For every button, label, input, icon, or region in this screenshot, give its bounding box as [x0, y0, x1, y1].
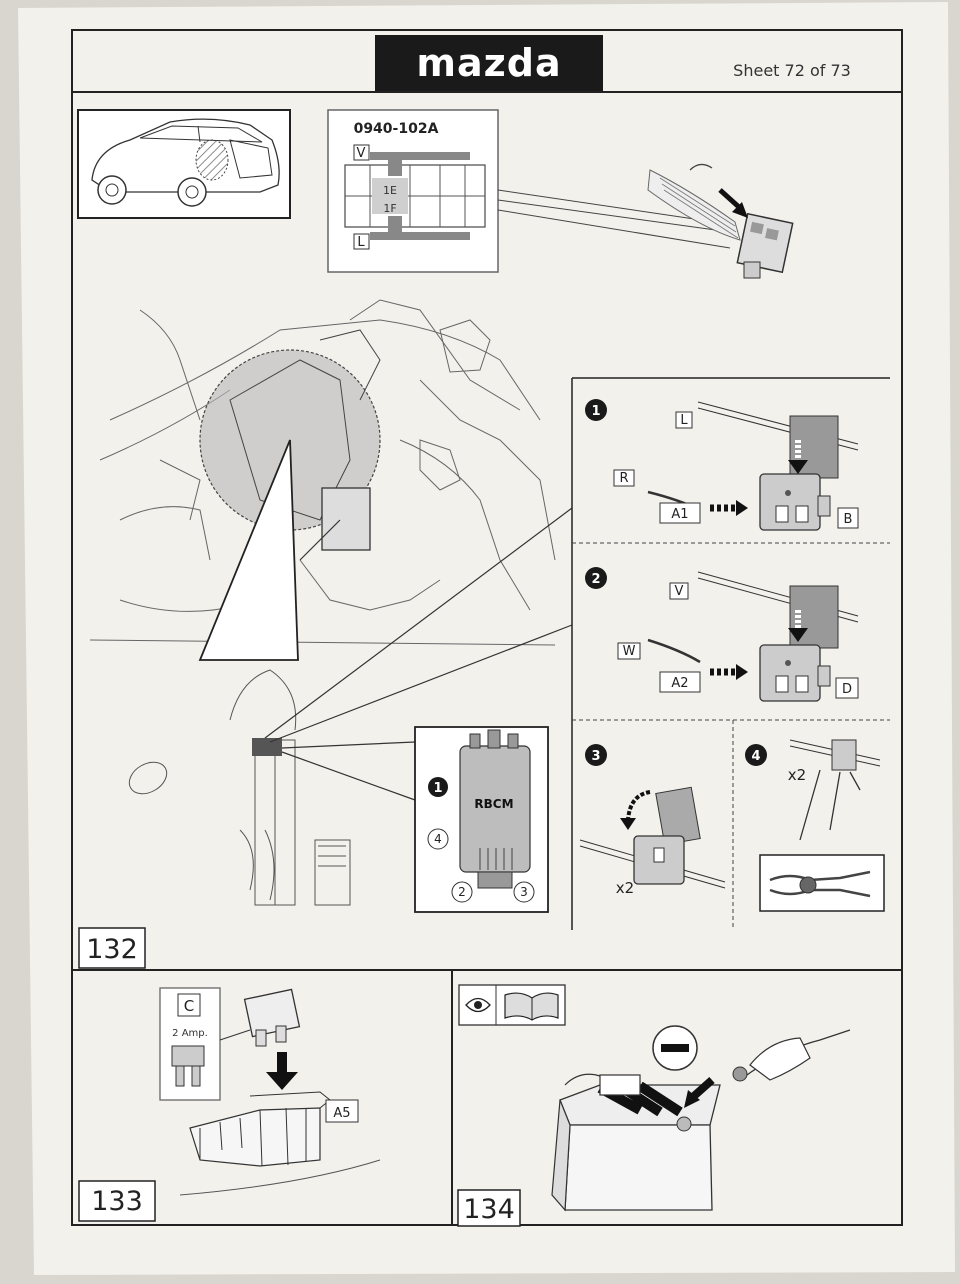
- step-1-number: 1: [591, 404, 600, 419]
- panel-132-number: 132: [86, 934, 138, 965]
- harness-plug: [647, 163, 794, 279]
- fuse-rating: 2 Amp.: [172, 1028, 208, 1039]
- panel-134-number: 134: [463, 1194, 515, 1225]
- panel-133-number-box: [78, 1180, 156, 1222]
- pin-1e-label: 1E: [383, 184, 397, 197]
- step-4-number: 4: [751, 749, 760, 764]
- rbcm-module-box: RBCM 1 4 2 3: [414, 726, 549, 913]
- pin-1f-label: 1F: [383, 202, 396, 215]
- wire-tag-v: V: [357, 146, 366, 161]
- step-4-count: x2: [788, 766, 806, 784]
- panel-133-number: 133: [91, 1186, 143, 1217]
- step-2-tag-left: A2: [671, 676, 688, 691]
- step-1-tag-left: A1: [671, 507, 688, 522]
- interior-illustration: [89, 299, 556, 646]
- manual-icons: [458, 984, 566, 1026]
- step-2-wire-tap: W: [623, 644, 636, 659]
- step-1-wire-tap: R: [619, 471, 628, 486]
- brand-logo-text: mazda: [416, 41, 561, 85]
- fuse-panel: C 2 Amp. A5: [159, 987, 381, 1196]
- step-1-tag-right: B: [844, 512, 853, 527]
- panel-132-number-box: [78, 927, 146, 969]
- step-leaders: [264, 507, 573, 801]
- step-1: 1 L R A1 B: [585, 399, 859, 531]
- step-3-number: 3: [591, 749, 600, 764]
- module-callout-1: 1: [433, 781, 442, 796]
- paper: [18, 2, 955, 1275]
- eye-icon: [465, 997, 491, 1013]
- battery-illustration: [551, 1025, 851, 1212]
- rbcm-label: RBCM: [474, 797, 513, 811]
- rbcm-location-marker: [252, 738, 282, 756]
- fuse-position: A5: [333, 1106, 350, 1121]
- kit-letter: C: [184, 997, 194, 1015]
- module-callout-4: 4: [434, 832, 442, 846]
- steps-frame: [571, 377, 890, 930]
- module-callout-3: 3: [520, 885, 528, 899]
- sheet-number: Sheet 72 of 73: [733, 61, 851, 80]
- step-1-wire-main: L: [680, 413, 688, 428]
- step-2: 2 V W A2 D: [585, 567, 859, 702]
- connector-part-number: 0940-102A: [354, 121, 439, 137]
- zoom-cone: [198, 439, 299, 661]
- step-2-wire-main: V: [675, 584, 684, 599]
- vehicle-thumbnail: [77, 109, 291, 219]
- panel-134-number-box: [457, 1189, 521, 1227]
- wire-tag-l: L: [357, 235, 365, 250]
- step-2-tag-right: D: [842, 682, 852, 697]
- mazda-logo: mazda: [375, 35, 603, 91]
- step-2-number: 2: [591, 572, 600, 587]
- connector-diagram: 0940-102A 1E 1F V L: [327, 109, 499, 273]
- step-3: 3 x2: [579, 744, 726, 897]
- module-callout-2: 2: [458, 885, 466, 899]
- step-3-count: x2: [616, 879, 634, 897]
- step-4: 4 x2: [745, 739, 885, 912]
